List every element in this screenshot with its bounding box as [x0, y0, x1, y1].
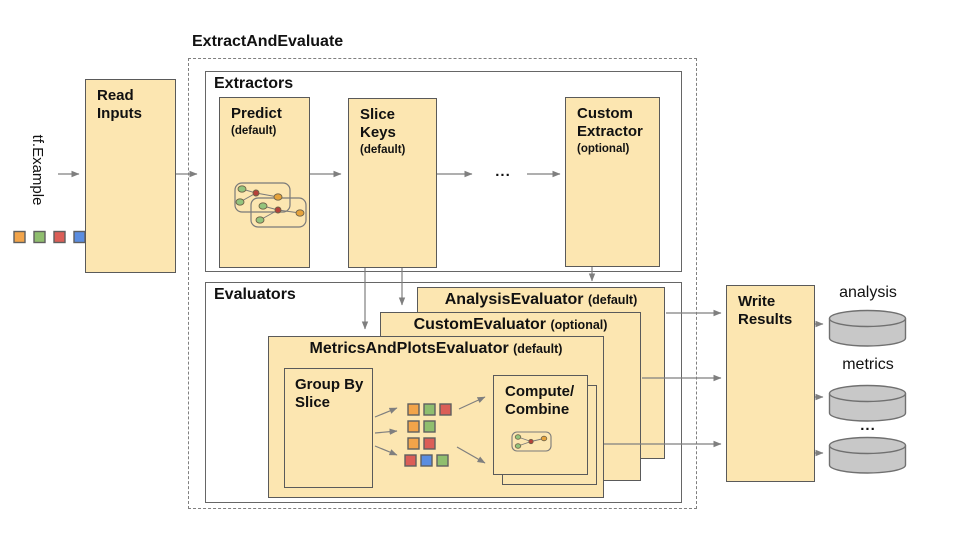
- custom-extractor-box: Custom Extractor (optional): [565, 97, 660, 267]
- tf-example-squares: [13, 230, 86, 244]
- square-red: [53, 230, 66, 244]
- square-red: [404, 454, 417, 467]
- extractors-label: Extractors: [214, 75, 294, 92]
- square-orange: [407, 420, 420, 433]
- model-graph-icon: [234, 182, 307, 228]
- metrics-and-plots-evaluator-title: MetricsAndPlotsEvaluator (default): [269, 337, 603, 358]
- slice-keys-qualifier: (default): [360, 144, 406, 156]
- evaluators-container: Evaluators: [205, 282, 682, 503]
- more-database-icon: [828, 436, 907, 474]
- analysis-evaluator-qualifier: (default): [587, 293, 638, 307]
- tf-example-label: tf.Example: [29, 134, 46, 206]
- square-green: [436, 454, 449, 467]
- compute-combine-line2: Combine: [505, 401, 570, 418]
- pipeline-title: ExtractAndEvaluate: [192, 33, 344, 50]
- square-green: [423, 420, 436, 433]
- square-orange: [407, 437, 420, 450]
- square-blue: [73, 230, 86, 244]
- metrics-database-icon: [828, 384, 907, 422]
- custom-evaluator-name: CustomEvaluator: [413, 316, 547, 333]
- stores-ellipsis: ...: [860, 417, 876, 434]
- square-orange: [13, 230, 26, 244]
- square-green: [423, 403, 436, 416]
- extractors-ellipsis: ...: [495, 163, 511, 180]
- square-red: [439, 403, 452, 416]
- extractors-container: Extractors: [205, 71, 682, 272]
- square-red: [423, 437, 436, 450]
- write-results-title: Write Results: [738, 293, 793, 328]
- metrics-and-plots-evaluator-name: MetricsAndPlotsEvaluator: [309, 340, 509, 357]
- analysis-evaluator-title: AnalysisEvaluator (default): [418, 288, 664, 309]
- analysis-store-label: analysis: [839, 284, 897, 301]
- predict-qualifier: (default): [231, 125, 277, 137]
- custom-extractor-qualifier: (optional): [577, 143, 630, 155]
- group-by-slice-title: Group By Slice: [295, 376, 364, 411]
- slice-keys-title: Slice Keys: [360, 106, 396, 141]
- extract-and-evaluate-container: [188, 58, 697, 509]
- analysis-database-icon: [828, 309, 907, 347]
- metrics-store-label: metrics: [842, 356, 894, 373]
- group-by-slice-box: Group By Slice: [284, 368, 373, 488]
- read-inputs-title: Read Inputs: [97, 87, 142, 122]
- compute-combine-line1: Compute/: [505, 383, 575, 400]
- custom-evaluator-title: CustomEvaluator (optional): [381, 313, 640, 334]
- evaluators-label: Evaluators: [214, 286, 296, 303]
- write-results-box: Write Results: [726, 285, 815, 482]
- compute-combine-box: Compute/ Combine: [493, 375, 588, 475]
- compute-combine-title: Compute/ Combine: [494, 376, 587, 419]
- square-orange: [407, 403, 420, 416]
- metrics-and-plots-evaluator-qualifier: (default): [513, 342, 563, 356]
- square-blue: [420, 454, 433, 467]
- slice-groups-squares: [404, 403, 452, 467]
- slice-keys-box: Slice Keys (default): [348, 98, 437, 268]
- custom-evaluator-qualifier: (optional): [550, 318, 608, 332]
- predict-title: Predict: [231, 105, 282, 122]
- graph-frame-icon: [511, 431, 552, 452]
- read-inputs-box: Read Inputs: [85, 79, 176, 273]
- combine-graph-icon: [511, 431, 552, 452]
- analysis-evaluator-name: AnalysisEvaluator: [444, 291, 584, 308]
- custom-extractor-title: Custom Extractor: [577, 105, 643, 140]
- square-green: [33, 230, 46, 244]
